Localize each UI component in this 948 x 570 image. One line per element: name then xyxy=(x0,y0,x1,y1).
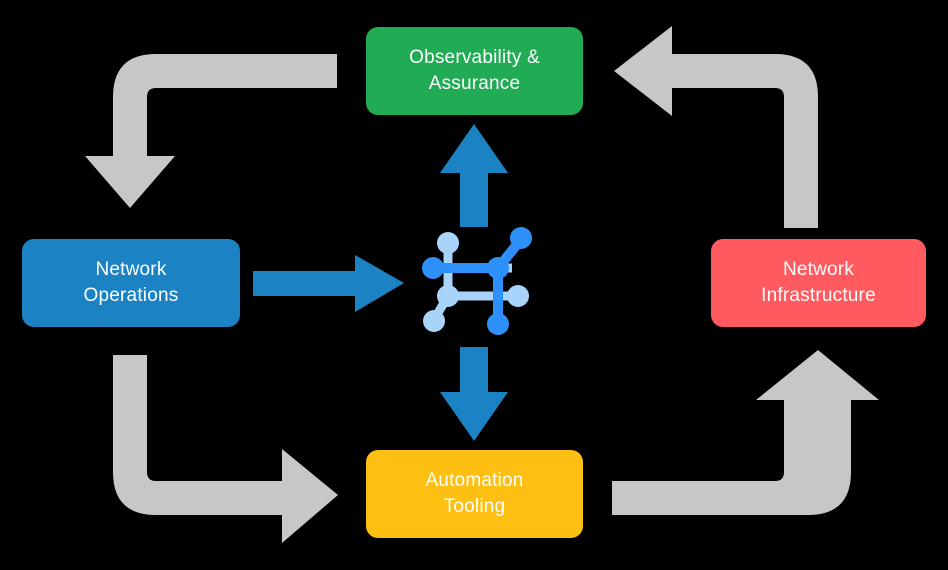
arrow-network-infrastructure-to-observability xyxy=(614,26,818,228)
arrow-network-operations-to-center xyxy=(253,255,404,312)
network-topology-icon-glyph xyxy=(422,227,532,335)
node-network-infrastructure-label: Network Infrastructure xyxy=(761,259,876,306)
arrow-center-to-observability xyxy=(440,124,508,227)
arrow-observability-to-network-operations xyxy=(85,54,337,208)
topology-node-top-left xyxy=(437,232,459,254)
node-automation-tooling[interactable]: Automation Tooling xyxy=(366,450,583,538)
node-network-infrastructure[interactable]: Network Infrastructure xyxy=(711,239,926,327)
node-observability-assurance[interactable]: Observability & Assurance xyxy=(366,27,583,115)
node-network-operations[interactable]: Network Operations xyxy=(22,239,240,327)
arrow-network-operations-to-automation-tooling xyxy=(113,355,338,543)
node-automation-tooling-label: Automation Tooling xyxy=(425,470,524,517)
topology-node-bottom-right xyxy=(487,313,509,335)
topology-node-center-left xyxy=(437,285,459,307)
topology-node-top-right xyxy=(510,227,532,249)
node-network-operations-label: Network Operations xyxy=(83,259,179,306)
topology-node-mid-right xyxy=(507,285,529,307)
topology-node-left xyxy=(422,257,444,279)
topology-node-bottom-left xyxy=(423,310,445,332)
arrow-center-to-automation-tooling xyxy=(440,347,508,441)
node-observability-assurance-label: Observability & Assurance xyxy=(409,47,540,94)
arrow-automation-tooling-to-network-infrastructure xyxy=(612,350,879,515)
topology-node-hub xyxy=(487,257,509,279)
